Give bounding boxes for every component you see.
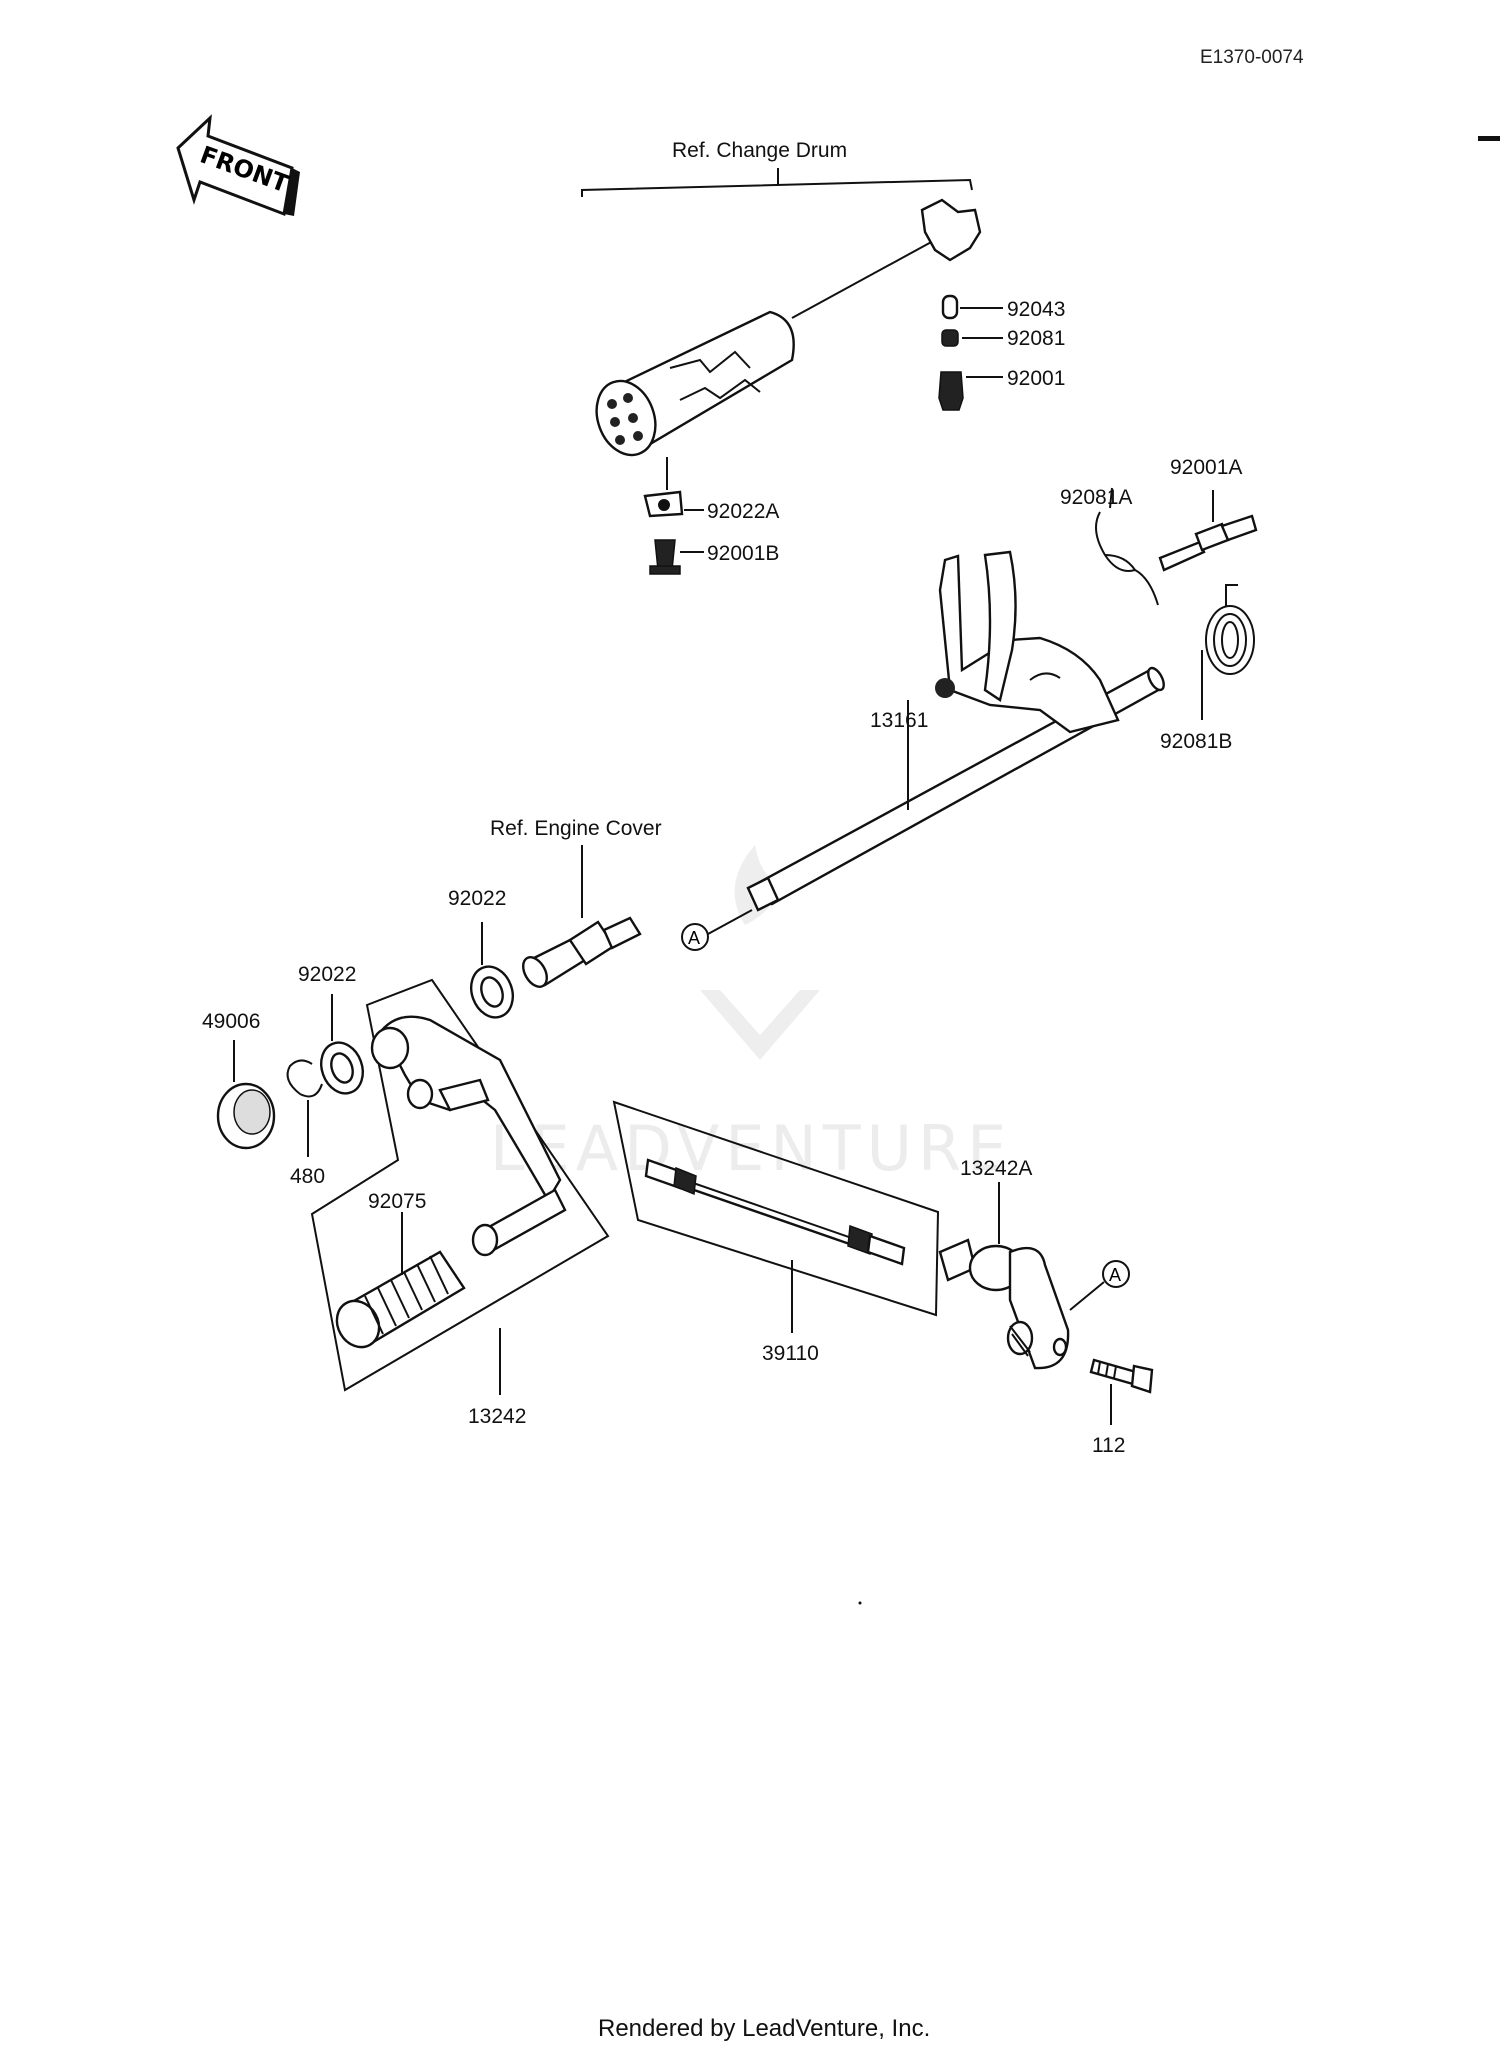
stray-dot (858, 1601, 862, 1605)
part-480: 480 (290, 1165, 325, 1188)
part-92081: 92081 (1007, 327, 1065, 350)
circlip-480 (286, 1059, 323, 1157)
shift-shaft (746, 550, 1165, 912)
part-92001A: 92001A (1170, 456, 1242, 479)
part-39110: 39110 (762, 1342, 819, 1365)
change-drum (595, 198, 982, 490)
detent-parts (938, 294, 1003, 411)
part-92001: 92001 (1007, 367, 1065, 390)
part-92001B: 92001B (707, 542, 779, 565)
footer-credit: Rendered by LeadVenture, Inc. (598, 2015, 930, 2042)
part-112: 112 (1092, 1434, 1125, 1457)
part-92081B: 92081B (1160, 730, 1232, 753)
shift-pedal-assembly (310, 978, 610, 1395)
spring-92081B (1201, 584, 1255, 720)
ref-change-drum-label: Ref. Change Drum (672, 139, 847, 162)
part-92022A: 92022A (707, 500, 779, 523)
pin-92001A (1158, 490, 1258, 572)
pivot-bolt (522, 845, 642, 988)
lever-13242A (938, 1182, 1070, 1370)
spring-92081A (1095, 487, 1159, 606)
change-drum-ref: Ref. Change Drum (581, 139, 973, 197)
tie-rod-assembly (612, 1100, 940, 1333)
part-92043: 92043 (1007, 298, 1065, 321)
callout-a-lower: A (1069, 1260, 1130, 1311)
part-13161: 13161 (870, 709, 928, 732)
part-13242A: 13242A (960, 1157, 1032, 1180)
front-arrow-icon: FRONT (176, 114, 300, 217)
edge-mark (1478, 136, 1500, 141)
callout-a-upper: A (681, 909, 753, 951)
callout-a-upper-label: A (688, 928, 700, 948)
part-92081A: 92081A (1060, 486, 1132, 509)
document-code: E1370-0074 (1200, 47, 1304, 68)
part-92022-lower: 92022 (298, 963, 356, 986)
part-92075: 92075 (368, 1190, 426, 1213)
drum-stop-parts (643, 490, 704, 575)
washer-lower (320, 994, 364, 1095)
callout-a-lower-label: A (1109, 1265, 1121, 1285)
ref-engine-cover-label: Ref. Engine Cover (490, 817, 662, 840)
part-92022-upper: 92022 (448, 887, 506, 910)
washer-upper (470, 922, 514, 1019)
bolt-112 (1089, 1358, 1154, 1425)
cap-49006 (216, 1040, 276, 1150)
part-13242: 13242 (468, 1405, 526, 1428)
part-49006: 49006 (202, 1010, 260, 1033)
